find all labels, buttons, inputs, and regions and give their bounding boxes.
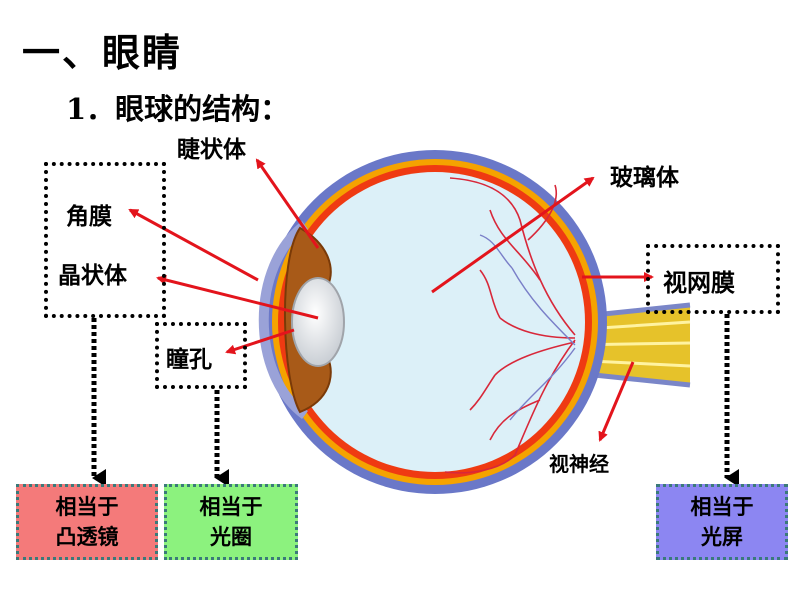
retina-equivalent-box: 相当于 光屏: [656, 484, 788, 560]
label-pupil: 瞳孔: [166, 346, 212, 373]
vitreous-body-shape: [285, 172, 585, 472]
retina-equivalent-line2: 光屏: [701, 524, 743, 549]
lens-shape: [291, 277, 345, 367]
connector-arrows: [91, 314, 739, 487]
arrow-ciliary: [255, 158, 320, 249]
label-retina: 视网膜: [663, 268, 735, 297]
arrow-cornea: [128, 208, 259, 282]
cornea-shape: [258, 220, 309, 420]
cornea-lens-box: [44, 162, 166, 318]
retina-box: [646, 244, 780, 314]
arrow-optic-nerve: [598, 361, 635, 442]
blood-vessels-blue: [479, 234, 576, 421]
pupil-equivalent-line1: 相当于: [199, 493, 263, 519]
pupil-equivalent-box: 相当于 光圈: [164, 484, 298, 560]
lens-equivalent-box: 相当于 凸透镜: [16, 484, 158, 560]
label-cornea: 角膜: [66, 203, 112, 230]
blood-vessels: [444, 177, 576, 474]
lens-equivalent-line2: 凸透镜: [55, 524, 119, 549]
arrow-lens: [156, 275, 319, 320]
label-ciliary-body: 睫状体: [177, 136, 246, 163]
retina-equivalent-line1: 相当于: [690, 493, 754, 519]
pupil-box: [155, 322, 247, 389]
pupil-equivalent-line2: 光圈: [210, 524, 252, 549]
lens-equivalent-line1: 相当于: [55, 493, 119, 519]
pointer-arrows: [128, 158, 654, 442]
label-optic-nerve: 视神经: [549, 452, 609, 476]
label-vitreous: 玻璃体: [610, 164, 679, 191]
page-title: 一、眼睛: [22, 30, 183, 75]
arrow-pupil: [225, 328, 295, 355]
arrow-vitreous: [431, 176, 595, 294]
label-lens: 晶状体: [58, 262, 127, 289]
section-subtitle: 1．眼球的结构：: [66, 92, 290, 126]
